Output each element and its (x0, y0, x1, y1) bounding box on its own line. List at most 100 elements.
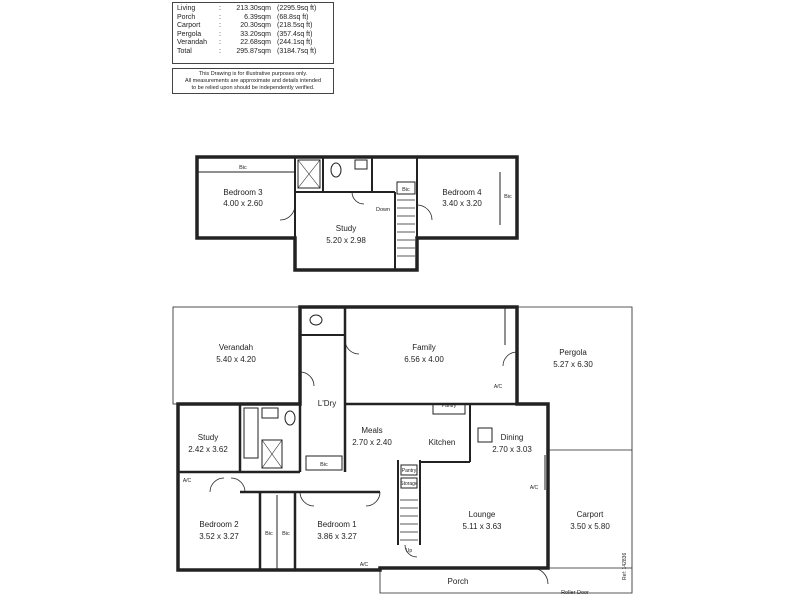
door-arc (531, 567, 549, 585)
upper-outer-wall (195, 155, 519, 272)
dining-dims: 2.70 x 3.03 (492, 445, 532, 454)
bedroom4-dims: 3.40 x 3.20 (442, 199, 482, 208)
area-label: Pergola (177, 30, 202, 38)
ground-outer-wall (176, 305, 550, 572)
area-label: Porch (177, 13, 196, 21)
pergola-dims: 5.27 x 6.30 (553, 360, 593, 369)
porch-label: Porch (448, 577, 469, 586)
area-row-porch: Porch: 6.39sqm (68.8sq ft) (177, 14, 329, 23)
shower (297, 159, 321, 189)
pergola-outline (517, 306, 633, 568)
area-row-living: Living: 213.30sqm (2295.9sq ft) (177, 5, 329, 14)
door-arc (351, 191, 365, 205)
area-schedule-table: Living: 213.30sqm (2295.9sq ft) Porch: 6.39… (172, 2, 334, 64)
area-row-carport: Carport:20.30sqm(218.5sq ft) (177, 22, 329, 31)
upper-labels: Bedroom 3 4.00 x 2.60 Study 5.20 x 2.98 … (223, 165, 512, 245)
ground-stairs (400, 499, 418, 541)
area-sqm: 6.39sqm (244, 13, 271, 21)
storage-box (400, 477, 418, 489)
carport-dims: 3.50 x 5.80 (570, 522, 610, 531)
bedroom2-dims: 3.52 x 3.27 (199, 532, 239, 541)
area-sqft: (357.4sq ft) (277, 30, 313, 38)
shower-x2 (297, 159, 321, 189)
bedroom3-name: Bedroom 3 (223, 188, 263, 197)
bic-ldry (305, 455, 343, 471)
ground-basin (261, 407, 279, 419)
door-arc (416, 204, 433, 221)
pantry-label: Pantry (442, 403, 457, 409)
bedroom1-dims: 3.86 x 3.27 (317, 532, 357, 541)
shower-ground (261, 439, 283, 469)
kitchen-bench (432, 403, 466, 415)
door-arc (502, 351, 518, 367)
area-sqft: (218.5sq ft) (277, 22, 313, 30)
roller-door-label: Roller Door (561, 590, 589, 596)
bic-label: Bic (239, 165, 247, 171)
area-label: Verandah (177, 39, 207, 47)
ground-labels: Verandah 5.40 x 4.20 Family 6.56 x 4.00 … (183, 343, 611, 596)
ac-label: A/C (530, 485, 539, 491)
ground-floor (172, 305, 633, 594)
meals-name: Meals (361, 426, 382, 435)
bedroom3-dims: 4.00 x 2.60 (223, 199, 263, 208)
disclaimer-line: to be relied upon should be independentl… (191, 85, 315, 91)
upper-floor (195, 155, 519, 272)
area-sqm: 22.68sqm (240, 39, 271, 47)
lounge-dims: 5.11 x 3.63 (463, 522, 503, 531)
area-label: Living (177, 5, 196, 12)
door-arc (299, 491, 315, 507)
verandah-dims: 5.40 x 4.20 (216, 355, 256, 364)
bath-tub (243, 407, 259, 459)
stairs-up-label: Up (406, 548, 413, 554)
ac-label: A/C (360, 562, 369, 568)
area-sqm: 33.20sqm (240, 30, 271, 38)
verandah-name: Verandah (219, 343, 253, 352)
bic-label: Bic (320, 462, 328, 468)
upper-basin (354, 159, 368, 170)
family-dims: 6.56 x 4.00 (404, 355, 444, 364)
area-label: Carport (177, 22, 201, 30)
bic-label: Bic (282, 531, 290, 537)
ac-label: A/C (494, 384, 503, 390)
area-sqm: 20.30sqm (240, 22, 271, 30)
area-sqm: 213.30sqm (236, 5, 271, 12)
door-arc (404, 544, 418, 558)
area-row-verandah: Verandah:22.68sqm(244.1sq ft) (177, 39, 329, 48)
stairs-down-label: Down (376, 207, 390, 213)
disclaimer-line: All measurements are approximate and det… (184, 78, 322, 84)
area-colon: : (219, 39, 221, 47)
kitchen-label: Kitchen (429, 438, 456, 447)
ground-study-dims: 2.42 x 3.62 (188, 445, 228, 454)
area-colon: : (219, 5, 221, 12)
meals-dims: 2.70 x 2.40 (352, 438, 392, 447)
wc-toilet (309, 314, 323, 326)
area-sqft: (68.8sq ft) (277, 13, 309, 21)
pergola-name: Pergola (559, 348, 587, 357)
ac-label: A/C (183, 478, 192, 484)
bic-label: Bic (402, 187, 410, 193)
area-colon: : (219, 13, 221, 21)
storage-label: Storage (400, 481, 418, 487)
family-name: Family (412, 343, 436, 352)
ground-study-name: Study (198, 433, 218, 442)
door-arc (279, 204, 296, 221)
bedroom1-name: Bedroom 1 (317, 520, 357, 529)
area-row-total: Total:295.87sqm(3184.7sq ft) (177, 48, 329, 57)
pantry-label-2: Pantry (402, 468, 417, 474)
area-colon: : (219, 47, 221, 55)
porch-outline (379, 567, 633, 594)
upper-toilet (330, 162, 342, 178)
area-row-pergola: Pergola:33.20sqm(357.4sq ft) (177, 31, 329, 40)
dining-name: Dining (501, 433, 524, 442)
area-sqft: (2295.9sq ft) (277, 5, 317, 12)
bedroom4-name: Bedroom 4 (442, 188, 482, 197)
bic-label: Bic (504, 194, 512, 200)
upper-study-name: Study (336, 224, 356, 233)
kitchen-cooktop (477, 427, 493, 443)
laundry-label: L'Dry (318, 399, 336, 408)
door-arc (299, 371, 315, 387)
upper-stairs (397, 199, 415, 257)
door-arc (365, 491, 381, 507)
door-arc (344, 339, 360, 355)
